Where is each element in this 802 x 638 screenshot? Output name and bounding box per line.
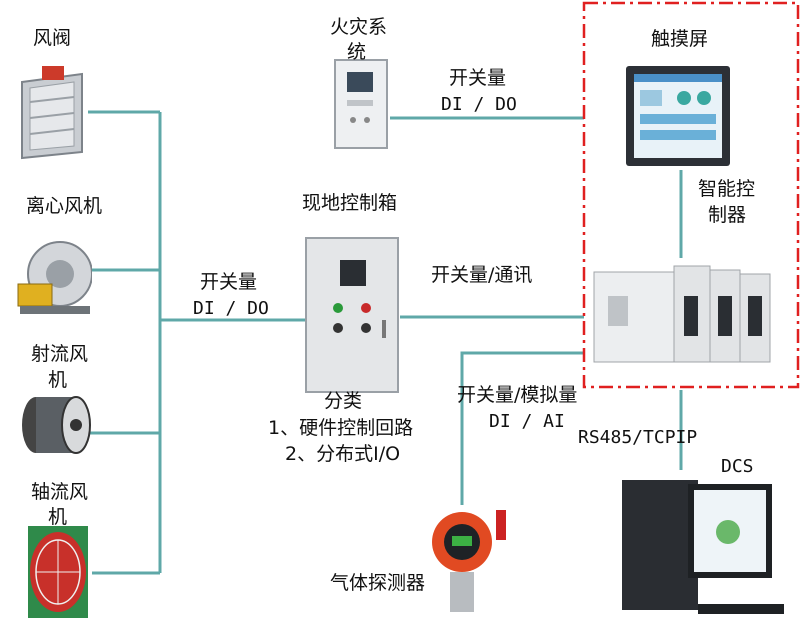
field-box-label: 现地控制箱 xyxy=(302,192,398,214)
classification-item-2: 2、分布式I/O xyxy=(285,443,401,465)
axial-fan-image xyxy=(20,522,96,626)
axial-fan-label-line1: 轴流风 xyxy=(31,481,89,503)
gas-link-label-line1: 开关量/模拟量 xyxy=(457,384,578,406)
controller-link-label: 开关量/通讯 xyxy=(431,264,533,286)
field-control-box-image xyxy=(304,236,400,394)
classification-item-1: 1、硬件控制回路 xyxy=(268,417,414,439)
controller-group-border xyxy=(582,1,800,389)
fire-link-label-line1: 开关量 xyxy=(449,67,507,89)
fire-system-label-line1: 火灾系 xyxy=(330,16,388,38)
centrifugal-fan-label: 离心风机 xyxy=(26,195,103,217)
dcs-link-label: RS485/TCPIP xyxy=(578,427,698,448)
classification-title: 分类 xyxy=(324,390,363,412)
fire-system-cabinet-image xyxy=(333,58,389,150)
touch-screen-label: 触摸屏 xyxy=(651,28,709,50)
gas-detector-label: 气体探测器 xyxy=(330,572,426,594)
fire-system-label-line2: 统 xyxy=(347,41,367,63)
field-link-label-line1: 开关量 xyxy=(200,271,258,293)
jet-fan-image xyxy=(14,393,94,459)
jet-fan-label-line2: 机 xyxy=(48,369,68,391)
axial-fan-label-line2: 机 xyxy=(48,506,68,528)
fire-link-label-line2: DI / DO xyxy=(441,94,517,115)
damper-label: 风阀 xyxy=(33,27,72,49)
jet-fan-label-line1: 射流风 xyxy=(31,343,89,365)
controller-label-line1: 智能控 xyxy=(698,178,756,200)
touch-screen-image xyxy=(624,64,732,172)
damper-image xyxy=(16,62,88,162)
field-link-label-line2: DI / DO xyxy=(193,298,269,319)
smart-controller-image xyxy=(588,256,778,374)
gas-link-label-line2: DI / AI xyxy=(489,411,565,432)
controller-label-line2: 制器 xyxy=(708,204,747,226)
centrifugal-fan-image xyxy=(14,232,93,324)
dcs-computer-image xyxy=(618,474,786,634)
gas-detector-image xyxy=(420,500,514,618)
dcs-label: DCS xyxy=(721,456,754,477)
